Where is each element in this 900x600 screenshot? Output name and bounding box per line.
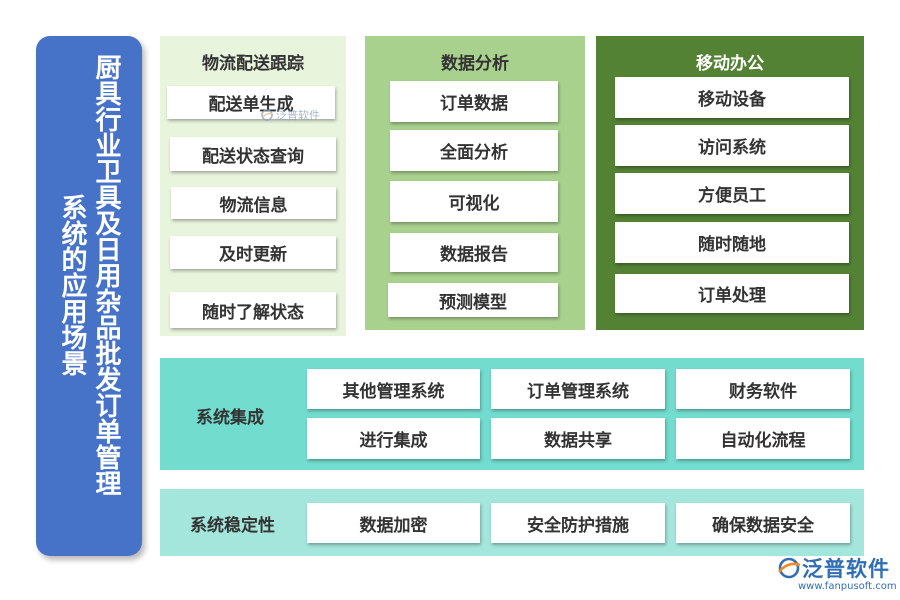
- brand-name: 泛普软件: [802, 557, 890, 581]
- side-title-line-1: 厨具行业卫具及日用杂品批发订单管理: [91, 54, 121, 496]
- watermark-text: 泛普软件: [276, 109, 320, 122]
- stability-item-1: 数据加密: [307, 503, 480, 543]
- integration-item-1: 其他管理系统: [307, 369, 480, 409]
- integration-item-4: 进行集成: [307, 418, 480, 459]
- integration-item-5: 数据共享: [491, 418, 665, 459]
- logistics-item-4: 及时更新: [170, 236, 336, 269]
- stability-item-3: 确保数据安全: [676, 503, 850, 543]
- logistics-item-5: 随时了解状态: [170, 292, 336, 328]
- logistics-item-1: 配送单生成: [167, 86, 335, 119]
- integration-label: 系统集成: [196, 408, 264, 428]
- analysis-item-2: 全面分析: [390, 130, 558, 171]
- mobile-item-1: 移动设备: [615, 77, 849, 118]
- logistics-item-3: 物流信息: [171, 187, 336, 219]
- mobile-item-3: 方便员工: [615, 173, 849, 214]
- mobile-panel: 移动办公 移动设备 访问系统 方便员工 随时随地 订单处理: [596, 36, 864, 330]
- analysis-item-1: 订单数据: [390, 81, 558, 122]
- logistics-panel: 物流配送跟踪 配送单生成 配送状态查询 物流信息 及时更新 随时了解状态: [160, 36, 346, 336]
- analysis-item-4: 数据报告: [390, 233, 558, 272]
- logistics-panel-title: 物流配送跟踪: [202, 54, 304, 74]
- integration-panel: 系统集成 其他管理系统 订单管理系统 财务软件 进行集成 数据共享 自动化流程: [160, 358, 864, 470]
- brand-url: www.fanpusoft.com: [798, 581, 897, 592]
- watermark-logo-icon: [261, 109, 273, 121]
- logistics-item-2: 配送状态查询: [170, 137, 336, 171]
- stability-panel: 系统稳定性 数据加密 安全防护措施 确保数据安全: [160, 489, 864, 556]
- stability-item-2: 安全防护措施: [491, 503, 665, 543]
- integration-item-3: 财务软件: [676, 369, 850, 409]
- side-title-line-2: 系统的应用场景: [57, 194, 87, 376]
- analysis-item-5: 预测模型: [388, 283, 558, 317]
- watermark: 泛普软件: [260, 107, 320, 123]
- mobile-item-2: 访问系统: [615, 125, 849, 166]
- analysis-item-3: 可视化: [390, 181, 558, 222]
- brand-logo: 泛普软件 www.fanpusoft.com: [776, 553, 897, 597]
- analysis-panel: 数据分析 订单数据 全面分析 可视化 数据报告 预测模型: [365, 36, 585, 330]
- integration-item-6: 自动化流程: [676, 418, 850, 459]
- stability-label: 系统稳定性: [190, 516, 275, 536]
- mobile-item-4: 随时随地: [615, 222, 849, 263]
- side-title-banner: 厨具行业卫具及日用杂品批发订单管理 系统的应用场景: [36, 36, 142, 556]
- analysis-panel-title: 数据分析: [441, 54, 509, 74]
- fanpu-logo-icon: [777, 557, 801, 579]
- integration-item-2: 订单管理系统: [491, 369, 665, 409]
- mobile-item-5: 订单处理: [615, 274, 849, 313]
- mobile-panel-title: 移动办公: [696, 54, 764, 74]
